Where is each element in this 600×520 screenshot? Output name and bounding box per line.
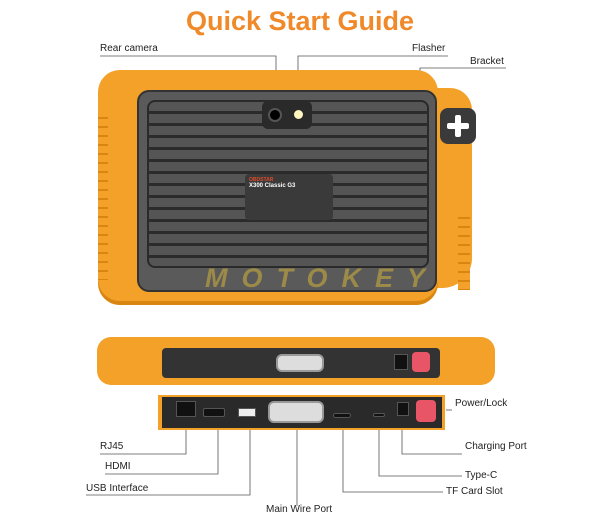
leader-hdmi [105,428,219,475]
label-charging-port: Charging Port [465,441,527,452]
main-wire-port-icon [276,354,324,372]
grip-ribs-right [458,210,470,290]
label-hdmi: HDMI [105,461,131,472]
main-wire-port-detail-icon [268,401,324,423]
label-flasher: Flasher [412,43,446,54]
label-usb-interface: USB Interface [86,483,149,494]
grip-ribs-left [98,110,108,280]
power-button-icon [412,352,430,372]
device-sticker: OBDSTAR X300 Classic G3 [245,174,333,220]
tf-card-slot-icon [333,413,351,418]
type-c-port-icon [373,413,385,417]
sticker-model: X300 Classic G3 [249,183,296,189]
usb-port-icon [238,408,256,417]
label-rj45: RJ45 [100,441,124,452]
leader-typec [378,428,462,477]
plus-button-icon [440,108,476,144]
leader-charging [401,428,462,455]
label-rear-camera: Rear camera [100,43,158,54]
label-tf-card-slot: TF Card Slot [446,486,503,497]
page-title: Quick Start Guide [185,6,415,36]
sticker-brand: OBDSTAR [249,177,274,183]
leader-usb [86,428,251,496]
charging-port-detail-icon [397,402,409,416]
label-main-wire-port: Main Wire Port [266,504,333,515]
label-bracket: Bracket [470,56,504,67]
rear-camera-icon [268,108,282,122]
rj45-port-icon [176,401,196,417]
hdmi-port-icon [203,408,225,417]
label-power-lock: Power/Lock [455,398,508,409]
leader-tf [342,428,443,493]
power-lock-button-icon [416,400,436,422]
leader-rj45 [100,428,187,455]
flasher-icon [294,110,303,119]
label-type-c: Type-C [465,470,498,481]
watermark: MOTOKEY [205,263,440,293]
charging-port-icon [394,354,408,370]
